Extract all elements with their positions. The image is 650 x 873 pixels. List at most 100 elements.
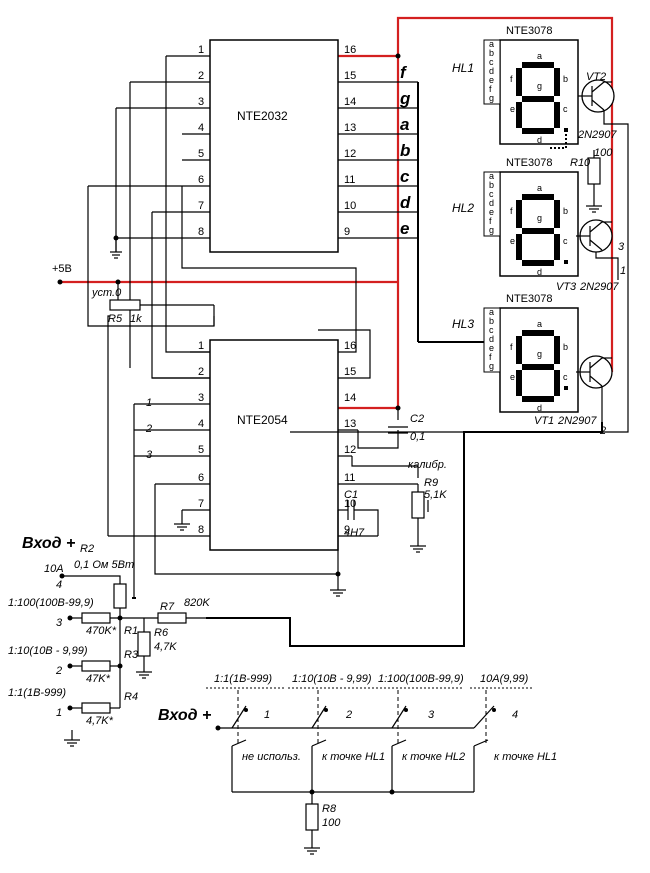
- r6-value: 4,7K: [154, 641, 177, 653]
- switch-2-num: 2: [345, 709, 352, 721]
- hl1-seg-e: e: [510, 104, 515, 114]
- hl1-seg-c: c: [563, 104, 568, 114]
- display-pin-labels: a b c d e f g a b c d e f g a b c d e f …: [489, 39, 494, 371]
- vt1-type: 2N2907: [557, 415, 597, 427]
- hl2-name: NTE3078: [506, 157, 552, 169]
- display-hl1: NTE3078 HL1: [452, 25, 579, 145]
- switch-1-range: 1:1(1B-999): [214, 673, 272, 685]
- switch-3-num: 3: [428, 709, 435, 721]
- r9-value: 5,1K: [424, 489, 447, 501]
- u1-pin-13: 13: [344, 122, 356, 134]
- hl1-seg-b: b: [563, 74, 568, 84]
- u2-input-2-label: 2: [145, 423, 152, 435]
- range-100-num: 3: [56, 617, 63, 629]
- switch-1-num: 1: [264, 709, 270, 721]
- c2-label: C2: [410, 413, 424, 425]
- u2-pin-5: 5: [198, 444, 204, 456]
- digit-hl3: a b c d e f g: [510, 319, 568, 413]
- r8-value: 100: [322, 817, 341, 829]
- hl1-seg-d: d: [537, 135, 542, 145]
- u2-pin-2: 2: [198, 366, 204, 378]
- switch-title: Вход +: [158, 707, 211, 724]
- hl1-seg-f: f: [510, 74, 513, 84]
- out-d-label: d: [400, 193, 411, 212]
- range-100: 1:100(100B-99,9): [8, 597, 94, 609]
- hl2-seg-e: e: [510, 236, 515, 246]
- digit-hl2: a b c d e f g: [510, 183, 568, 277]
- range-1: 1:1(1B-999): [8, 687, 66, 699]
- switch-4: 10A(9,99) 4 к точке HL1: [470, 673, 557, 792]
- u2-pin-15: 15: [344, 366, 356, 378]
- hl3-pin-e: e: [489, 343, 494, 353]
- hl1-pin-d: d: [489, 66, 494, 76]
- hl1-label: HL1: [452, 61, 474, 75]
- hl3-seg-g: g: [537, 349, 542, 359]
- display-hl2: NTE3078 HL2: [452, 157, 579, 277]
- u1-pin-5: 5: [198, 148, 204, 160]
- u2-pin-14: 14: [344, 392, 356, 404]
- u2-wiring: [107, 315, 419, 598]
- r7-label: R7: [160, 601, 175, 613]
- u1-pin-1: 1: [198, 44, 204, 56]
- display-hl3: NTE3078 HL3: [452, 293, 579, 413]
- u2-pin-7: 7: [198, 498, 204, 510]
- u1-pin-3: 3: [198, 96, 204, 108]
- u2-pin-8: 8: [198, 524, 204, 536]
- r5-value: 1k: [130, 313, 142, 325]
- hl1-pin-f: f: [489, 84, 492, 94]
- u2-pin-6: 6: [198, 472, 204, 484]
- u2-input-1-label: 1: [146, 397, 152, 409]
- transistor-vt3: 3 1 VT3 2N2907: [556, 219, 626, 293]
- out-c-label: c: [400, 167, 410, 186]
- hl3-name: NTE3078: [506, 293, 552, 305]
- vt3-pin-right: 1: [620, 265, 626, 277]
- u2-pin-4: 4: [198, 418, 204, 430]
- vt2-type: 2N2907: [577, 129, 617, 141]
- hl3-pin-c: c: [489, 325, 494, 335]
- u1-pin-7: 7: [198, 200, 204, 212]
- r4-value: 4,7K*: [86, 715, 114, 727]
- hl3-pin-d: d: [489, 334, 494, 344]
- hl2-pin-g: g: [489, 225, 494, 235]
- u1-pin-9: 9: [344, 226, 350, 238]
- chip-u2: NTE2054 1 2 3 4 5 6 7 8 16 15 14 13 12 1…: [108, 339, 418, 551]
- switch-bank: Вход + 1:1(1B-999) 1 не использ. 1:10(10…: [158, 673, 557, 855]
- out-b-label: b: [400, 141, 410, 160]
- hl1-pin-g: g: [489, 93, 494, 103]
- hl2-seg-b: b: [563, 206, 568, 216]
- hl1-name: NTE3078: [506, 25, 552, 37]
- r5-label: R5: [108, 313, 123, 325]
- c2-value: 0,1: [410, 431, 425, 443]
- hl1-pin-b: b: [489, 48, 494, 58]
- hl2-pin-c: c: [489, 189, 494, 199]
- hl2-seg-d: d: [537, 267, 542, 277]
- u2-pin-9: 9: [344, 524, 350, 536]
- switch-4-num: 4: [512, 709, 518, 721]
- hl3-pin-f: f: [489, 352, 492, 362]
- input-divider: Вход + R2 0,1 Ом 5Вт 10A 4 1:100(100B-99…: [8, 535, 210, 747]
- range-10a: 10A: [44, 563, 64, 575]
- switch-1: 1:1(1B-999) 1 не использ.: [206, 673, 301, 792]
- u1-pin-8: 8: [198, 226, 204, 238]
- hl2-seg-f: f: [510, 206, 513, 216]
- c1-label: C1: [344, 489, 358, 501]
- out-g-label: g: [399, 89, 411, 108]
- r1-label: R1: [124, 625, 138, 637]
- switch-4-note: к точке HL1: [494, 751, 557, 763]
- r2-value: 0,1 Ом 5Вт: [74, 559, 134, 571]
- hl3-pin-g: g: [489, 361, 494, 371]
- range-10a-num: 4: [56, 579, 62, 591]
- switch-4-range: 10A(9,99): [480, 673, 529, 685]
- out-a-label: a: [400, 115, 409, 134]
- u1-pin-14: 14: [344, 96, 356, 108]
- hl1-pin-a: a: [489, 39, 494, 49]
- u1-pin-12: 12: [344, 148, 356, 160]
- out-e-label: e: [400, 219, 409, 238]
- r1-value: 470K*: [86, 625, 117, 637]
- switch-2-note: к точке HL1: [322, 751, 385, 763]
- hl3-pin-b: b: [489, 316, 494, 326]
- calibration-label: калибр.: [408, 459, 447, 471]
- r7-value: 820K: [184, 597, 210, 609]
- chip-u2-name: NTE2054: [237, 413, 288, 427]
